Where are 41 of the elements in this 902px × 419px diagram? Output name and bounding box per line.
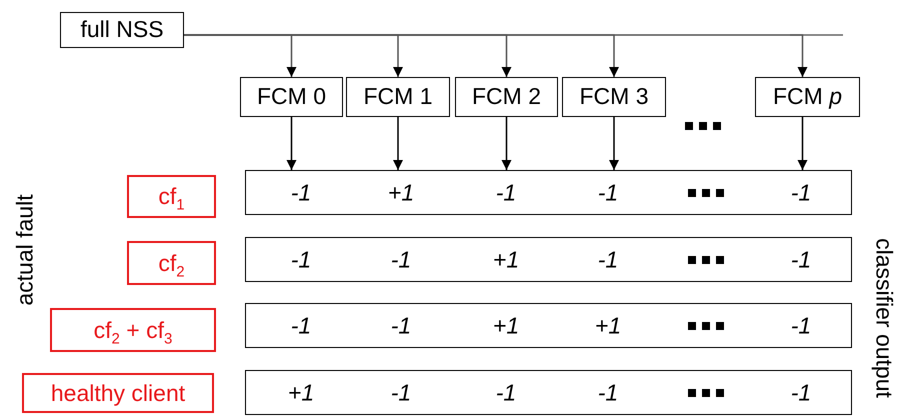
arrow <box>798 117 808 170</box>
output-value: -1 <box>290 246 312 273</box>
output-value: +1 <box>388 179 414 206</box>
axis-label: actual fault <box>12 194 38 306</box>
arrow <box>502 117 512 170</box>
output-value: -1 <box>598 246 618 273</box>
process-box: FCM 3 <box>562 77 666 117</box>
arrow <box>286 117 296 170</box>
fault-box: cf$_{2}$ <box>127 241 216 285</box>
output-value: -1 <box>790 312 812 339</box>
output-value: -1 <box>290 312 312 339</box>
fault-box: cf$_{2}$ + cf$_{3}$ <box>50 308 216 352</box>
process-box: full NSS <box>60 12 184 48</box>
output-value: -1 <box>790 179 812 206</box>
output-value: -1 <box>390 379 412 406</box>
output-value: -1 <box>598 179 618 206</box>
output-row-box <box>245 170 852 215</box>
output-value: -1 <box>390 246 412 273</box>
fault-box: cf$_{1}$ <box>127 175 216 218</box>
output-value: -1 <box>290 179 312 206</box>
process-box: FCM 2 <box>455 77 558 117</box>
output-row-box <box>245 237 852 282</box>
output-value: +1 <box>288 379 314 406</box>
output-value: -1 <box>496 179 516 206</box>
process-box: FCM p <box>755 77 860 117</box>
output-value: -1 <box>598 379 618 406</box>
output-value: +1 <box>492 312 520 339</box>
output-value: -1 <box>790 246 812 273</box>
process-box: FCM 0 <box>240 77 343 117</box>
output-value: -1 <box>496 379 516 406</box>
output-value: +1 <box>594 312 622 339</box>
arrow <box>609 117 619 170</box>
axis-label: classifier output <box>870 238 898 398</box>
output-value: -1 <box>390 312 412 339</box>
arrow <box>393 117 403 170</box>
process-box: FCM 1 <box>346 77 450 117</box>
output-row-box <box>245 370 852 415</box>
output-value: +1 <box>492 246 520 273</box>
fault-box: healthy client <box>22 373 214 413</box>
output-value: -1 <box>790 379 812 406</box>
output-row-box <box>245 303 852 348</box>
